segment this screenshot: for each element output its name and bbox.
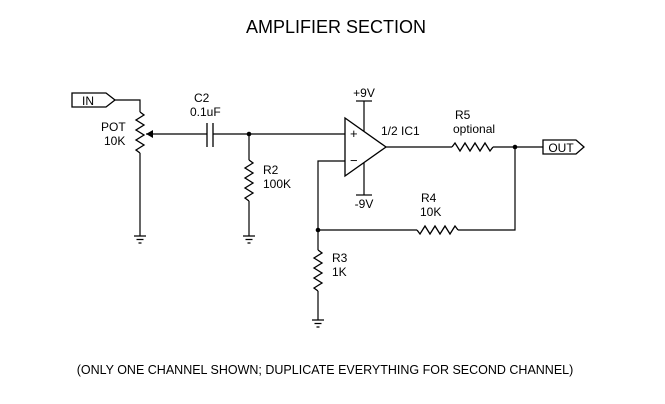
c2-value: 0.1uF [190, 105, 221, 119]
ground-icon [243, 232, 255, 244]
inverting-input-wire [317, 160, 345, 230]
positive-supply-label: +9V [353, 86, 375, 100]
opamp-ic1 [344, 101, 388, 195]
output-port: OUT [542, 139, 585, 155]
c2-ref: C2 [194, 91, 210, 105]
ic-ref: 1/2 IC1 [381, 124, 420, 138]
negative-supply-label: -9V [355, 197, 374, 211]
input-wire [115, 99, 141, 112]
resistor-r3 [312, 230, 324, 316]
r2-value: 100K [263, 177, 291, 191]
capacitor-c2 [200, 123, 345, 147]
r3-ref: R3 [332, 251, 348, 265]
opamp-plus-label: + [350, 126, 358, 141]
r4-value: 10K [420, 205, 441, 219]
pot-value: 10K [104, 134, 125, 148]
wiper-arrow-icon [146, 130, 153, 138]
resistor-r5 [386, 141, 543, 153]
ground-icon [134, 232, 146, 244]
pot-symbol [134, 111, 200, 232]
r5-value: optional [453, 122, 495, 136]
input-port: IN [71, 92, 117, 108]
input-port-label: IN [82, 94, 94, 108]
r3-value: 1K [332, 265, 347, 279]
schematic-title: AMPLIFIER SECTION [246, 17, 426, 37]
opamp-minus-label: − [350, 153, 358, 168]
resistor-r4 [318, 147, 516, 236]
r4-ref: R4 [421, 191, 437, 205]
ground-icon [312, 316, 324, 328]
footnote: (ONLY ONE CHANNEL SHOWN; DUPLICATE EVERY… [77, 363, 574, 377]
r2-ref: R2 [263, 163, 279, 177]
resistor-r2 [243, 134, 255, 232]
r5-ref: R5 [455, 108, 471, 122]
pot-ref: POT [101, 120, 126, 134]
output-port-label: OUT [548, 141, 574, 155]
